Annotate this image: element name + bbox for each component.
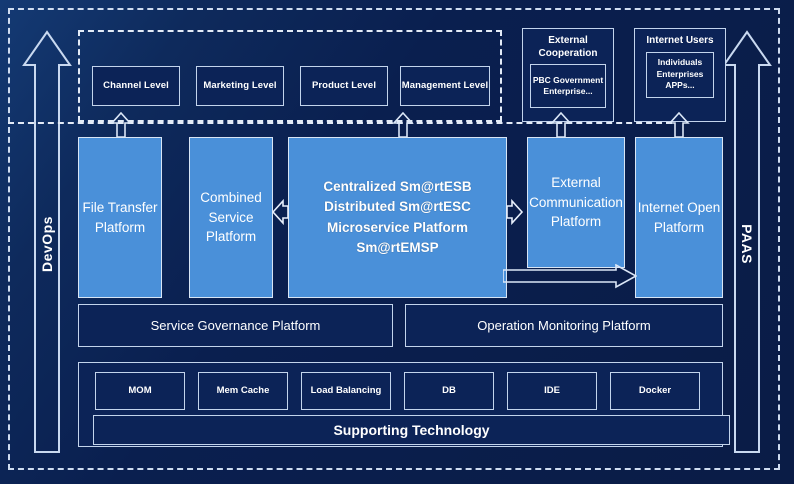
platform-combined-service[interactable]: Combined Service Platform	[189, 137, 273, 298]
business-levels-group	[78, 30, 502, 122]
platform-label-combined-service: Combined Service Platform	[200, 190, 262, 245]
level-label-product: Product Level	[311, 80, 377, 92]
devops-arrow-label: DevOps	[39, 216, 55, 272]
row-service-governance[interactable]: Service Governance Platform	[78, 304, 393, 347]
external-cooperation-title: External Cooperation	[538, 35, 598, 59]
level-box-product[interactable]: Product Level	[300, 66, 388, 106]
tech-label-db: DB	[442, 384, 456, 396]
external-cooperation-detail-box: PBC Government Enterprise...	[530, 64, 606, 108]
tech-label-docker: Docker	[638, 384, 672, 396]
internet-users-title: Internet Users	[646, 35, 714, 46]
connector-arrow-up-channel	[110, 112, 132, 138]
tech-label-ide: IDE	[544, 384, 560, 396]
layer-separator-dashed-line	[8, 122, 672, 124]
row-label-service-governance: Service Governance Platform	[150, 318, 321, 333]
internet-users-box[interactable]: Internet Users Individuals Enterprises A…	[634, 28, 726, 122]
connector-arrow-right-to-external-communication	[506, 198, 523, 226]
tech-box-mem-cache[interactable]: Mem Cache	[198, 372, 288, 410]
level-label-management: Management Level	[401, 80, 489, 92]
outer-dashed-boundary	[8, 8, 780, 470]
platform-esb-esc-emsp[interactable]: Centralized Sm@rtESB Distributed Sm@rtES…	[288, 137, 507, 298]
internet-users-detail-box: Individuals Enterprises APPs...	[646, 51, 714, 98]
tech-label-mem-cache: Mem Cache	[216, 384, 270, 396]
platform-label-centralized-esb: Centralized Sm@rtESB	[323, 179, 472, 194]
level-box-marketing[interactable]: Marketing Level	[196, 66, 284, 106]
connector-arrow-right-to-internet-open	[503, 264, 637, 290]
devops-arrow-icon	[22, 30, 72, 455]
tech-box-db[interactable]: DB	[404, 372, 494, 410]
level-box-management[interactable]: Management Level	[400, 66, 490, 106]
tech-box-ide[interactable]: IDE	[507, 372, 597, 410]
paas-arrow-label: PAAS	[739, 224, 755, 264]
platform-label-distributed-esc: Distributed Sm@rtESC	[324, 199, 471, 215]
platform-label-file-transfer: File Transfer Platform	[82, 199, 158, 235]
supporting-technology-banner-label: Supporting Technology	[333, 422, 490, 438]
internet-users-detail: Individuals Enterprises APPs...	[656, 57, 704, 91]
connector-arrow-up-management	[392, 112, 414, 138]
connector-arrow-up-external-cooperation	[550, 112, 572, 138]
connector-arrow-left-to-combined-service	[272, 198, 289, 226]
tech-box-mom[interactable]: MOM	[95, 372, 185, 410]
tech-label-load-balancing: Load Balancing	[310, 384, 382, 396]
level-label-marketing: Marketing Level	[203, 80, 277, 92]
platform-label-internet-open: Internet Open Platform	[637, 199, 721, 235]
external-cooperation-detail: PBC Government Enterprise...	[532, 74, 604, 96]
platform-file-transfer[interactable]: File Transfer Platform	[78, 137, 162, 298]
level-label-channel: Channel Level	[103, 80, 169, 92]
tech-box-load-balancing[interactable]: Load Balancing	[301, 372, 391, 410]
connector-arrow-up-internet-users	[668, 112, 690, 138]
row-operation-monitoring[interactable]: Operation Monitoring Platform	[405, 304, 723, 347]
supporting-technology-banner[interactable]: Supporting Technology	[93, 415, 730, 445]
external-cooperation-box[interactable]: External Cooperation PBC Government Ente…	[522, 28, 614, 122]
platform-internet-open[interactable]: Internet Open Platform	[635, 137, 723, 298]
platform-label-microservice-emsp: Microservice Platform Sm@rtEMSP	[326, 219, 469, 255]
row-label-operation-monitoring: Operation Monitoring Platform	[477, 318, 651, 333]
platform-label-external-communication: External Communication Platform	[529, 175, 623, 230]
platform-external-communication[interactable]: External Communication Platform	[527, 137, 625, 268]
tech-box-docker[interactable]: Docker	[610, 372, 700, 410]
level-box-channel[interactable]: Channel Level	[92, 66, 180, 106]
tech-label-mom: MOM	[128, 384, 152, 396]
